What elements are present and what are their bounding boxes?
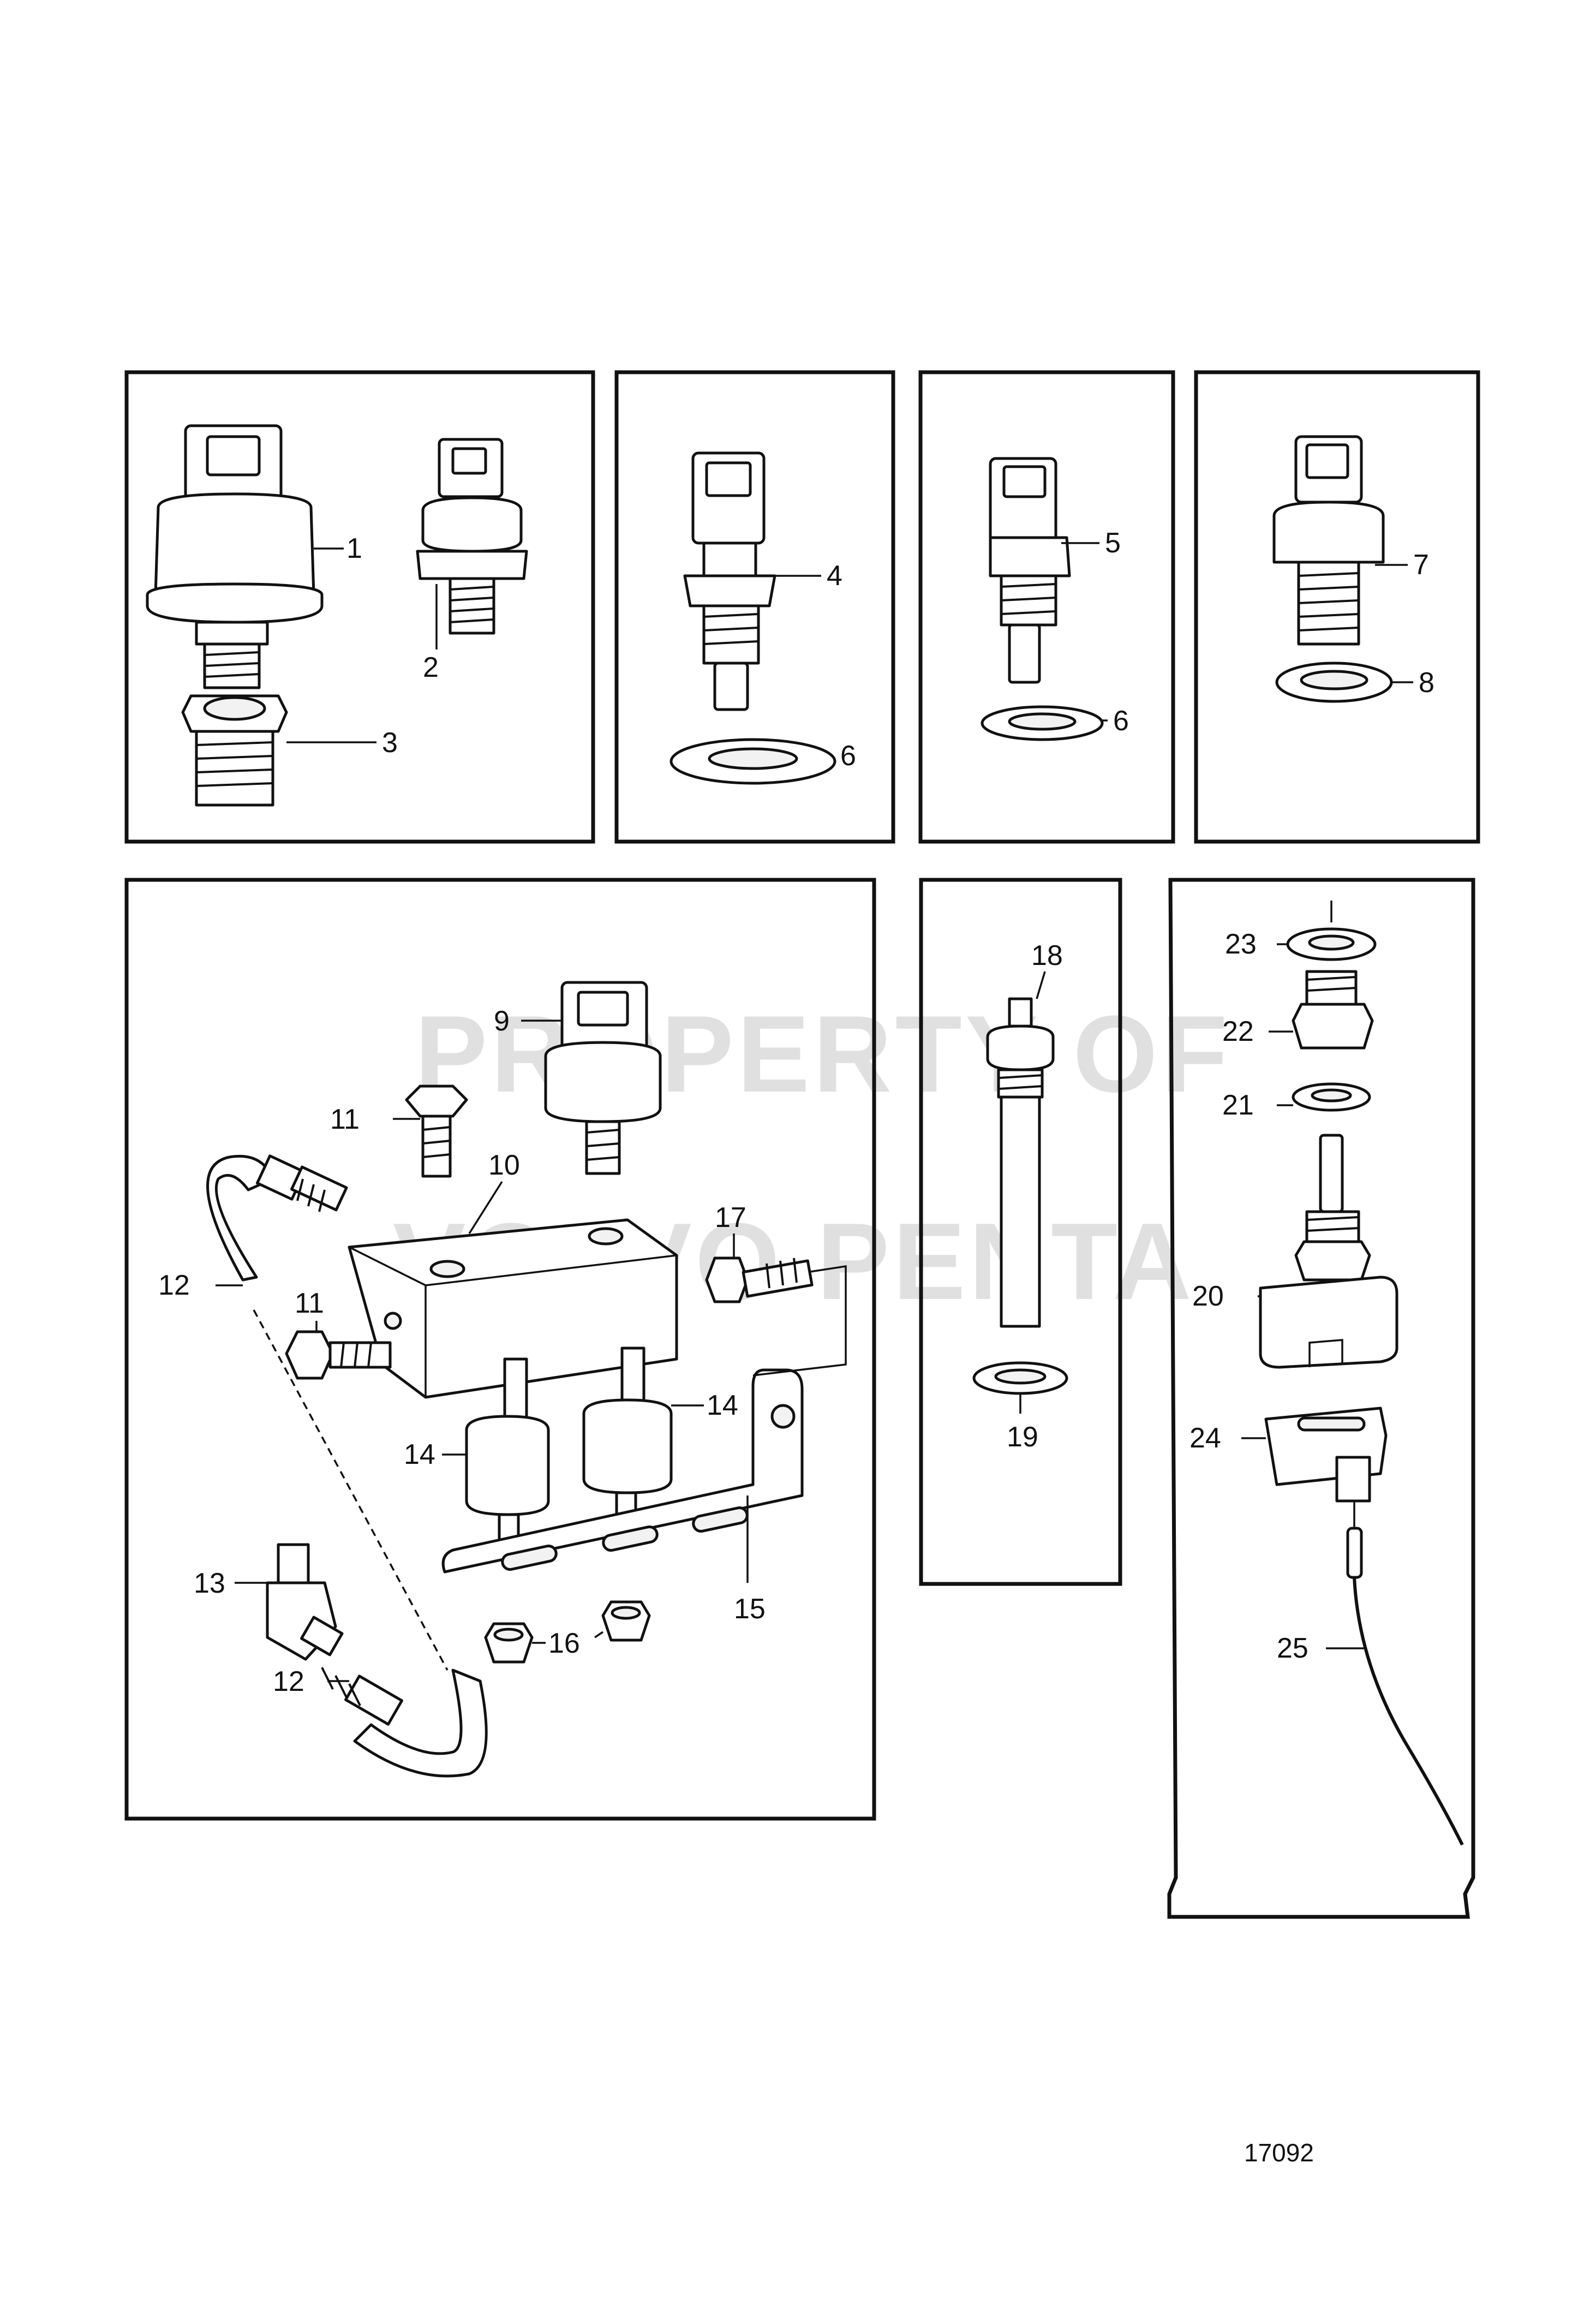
callout-24: 24 [1189,1422,1221,1454]
bolt-17 [705,1256,814,1303]
callout-12b: 12 [273,1666,304,1697]
panel-temp-sensor-5 [918,370,1175,844]
temperature-sender-4 [683,451,776,711]
callout-19: 19 [1007,1421,1038,1453]
callout-21: 21 [1222,1089,1254,1121]
flange-nut-16a [484,1622,534,1664]
callout-6b: 6 [1113,705,1129,737]
temperature-sender-5 [989,457,1071,684]
elbow-fitting-13 [266,1543,344,1661]
adapter-nipple-3 [181,694,288,807]
callout-17: 17 [715,1202,746,1234]
sensor-block-10 [348,1218,678,1399]
pressure-sensor-9 [544,981,662,1175]
callout-1: 1 [346,533,362,564]
sealing-washer-6b [981,705,1104,741]
panel-pressure-sensors [124,370,595,844]
plug-screw-11b [285,1330,392,1380]
plug-screw-11a [405,1085,468,1178]
level-sensor-18 [986,997,1055,1328]
cable-25 [1346,1501,1464,1846]
callout-labels: 1 2 3 4 5 6 6 7 8 9 10 11 11 12 12 13 14… [158,527,1434,1697]
callout-23: 23 [1225,928,1257,960]
callout-18: 18 [1031,940,1063,972]
callout-12a: 12 [158,1270,190,1301]
callout-11b: 11 [295,1288,324,1319]
callout-10: 10 [488,1149,520,1181]
callout-2: 2 [423,652,439,683]
callout-11a: 11 [330,1104,360,1135]
flange-nut-16b [601,1600,651,1642]
sealing-washer-6a [670,738,836,785]
pressure-switch-2 [416,438,528,635]
panel-sensor-18 [919,878,1122,1586]
connector-24 [1264,1407,1388,1503]
hose-routing-line [253,1309,449,1671]
callout-25: 25 [1277,1632,1308,1664]
panel-temp-sensor-4 [614,370,895,844]
callout-14a: 14 [707,1390,738,1421]
panel-sensor-20 [1167,878,1475,1919]
callout-13: 13 [194,1568,225,1599]
sealing-washer-21 [1292,1082,1371,1112]
panel-sensor-7 [1194,370,1480,844]
callout-15: 15 [734,1593,766,1625]
rubber-mount-14b [582,1346,673,1527]
callout-14b: 14 [404,1439,435,1470]
callout-8: 8 [1419,667,1434,699]
watermark-line-1: PROPERTY OF [415,993,1231,1115]
sealing-washer-19 [972,1361,1068,1395]
temperature-sensor-20 [1259,1134,1398,1369]
pipe-hose-12b [321,1667,488,1778]
panel-sensor-block-assembly [124,878,876,1821]
pipe-hose-12a [206,1154,348,1282]
sealing-washer-8 [1275,662,1393,703]
callout-6a: 6 [840,740,856,772]
callout-4: 4 [827,560,842,592]
leader-lines [216,542,1413,1682]
callout-5: 5 [1105,527,1121,559]
callout-16: 16 [548,1628,580,1659]
callout-22: 22 [1222,1016,1254,1047]
sealing-washer-23 [1286,927,1377,961]
drawing-number: 17092 [1244,2138,1314,2167]
rubber-mount-14a [465,1357,550,1549]
adapter-22 [1292,970,1374,1050]
sensor-7 [1272,435,1385,646]
callout-20: 20 [1192,1280,1224,1312]
callout-7: 7 [1413,549,1429,581]
callout-3: 3 [382,727,398,759]
pressure-sender-1 [146,424,324,689]
callout-9: 9 [494,1005,510,1037]
